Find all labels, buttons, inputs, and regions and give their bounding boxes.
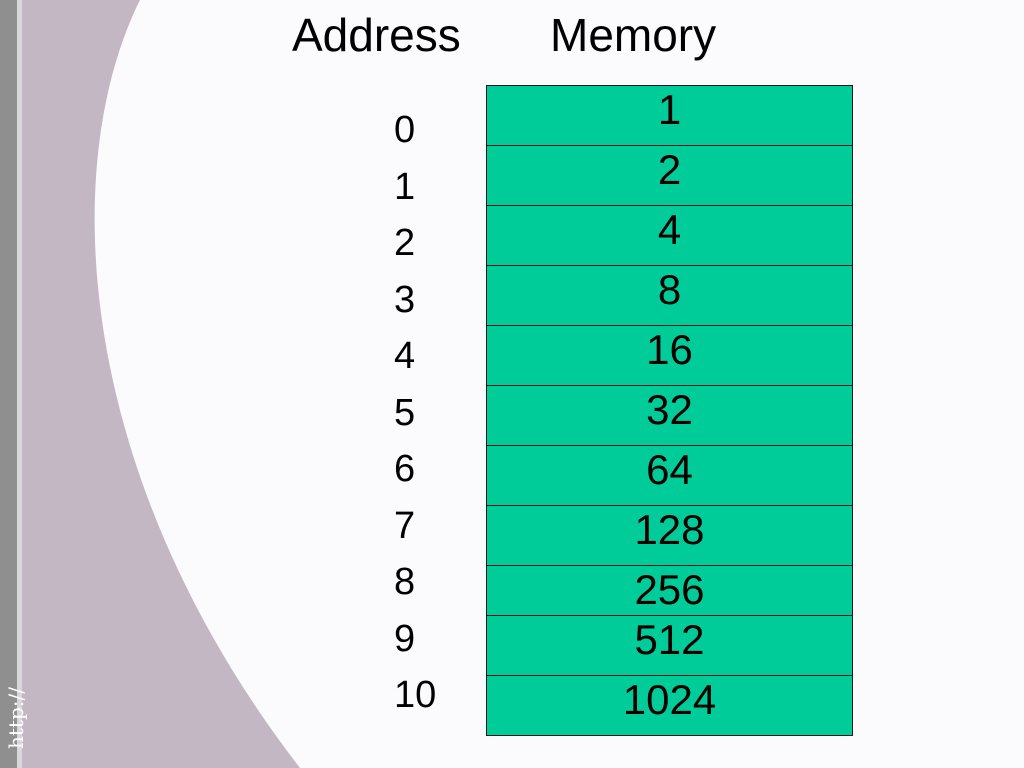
address-label: 6 bbox=[394, 448, 416, 490]
memory-cell: 512 bbox=[486, 615, 853, 676]
memory-cell: 64 bbox=[486, 445, 853, 506]
memory-cell: 1024 bbox=[486, 675, 853, 736]
address-label: 3 bbox=[394, 278, 416, 321]
memory-cell: 256 bbox=[486, 565, 853, 616]
address-label: 5 bbox=[394, 391, 416, 434]
left-edge-stripe bbox=[17, 0, 22, 768]
url-watermark: http:// bbox=[4, 687, 28, 749]
address-label: 8 bbox=[394, 561, 416, 603]
address-label: 2 bbox=[394, 222, 416, 264]
memory-cell: 16 bbox=[486, 325, 853, 386]
memory-cell: 8 bbox=[486, 265, 853, 326]
memory-cell: 2 bbox=[486, 145, 853, 206]
address-label: 9 bbox=[394, 617, 416, 660]
memory-cell: 4 bbox=[486, 205, 853, 266]
address-label: 7 bbox=[394, 504, 416, 547]
memory-cell: 1 bbox=[486, 85, 853, 146]
address-label: 0 bbox=[394, 109, 416, 151]
decorative-curve-band bbox=[0, 0, 300, 768]
memory-block: 1 2 4 8 16 32 64 128 256 512 1024 bbox=[486, 85, 853, 736]
address-label: 4 bbox=[394, 335, 416, 377]
address-label: 1 bbox=[394, 165, 416, 208]
memory-column-header: Memory bbox=[550, 9, 717, 61]
address-column-header: Address bbox=[292, 9, 461, 61]
address-list: 0 1 2 3 4 5 6 7 8 9 10 bbox=[394, 106, 474, 728]
memory-cell: 128 bbox=[486, 505, 853, 566]
address-label: 10 bbox=[394, 674, 437, 716]
memory-cell: 32 bbox=[486, 385, 853, 446]
left-edge-bar bbox=[0, 0, 17, 768]
